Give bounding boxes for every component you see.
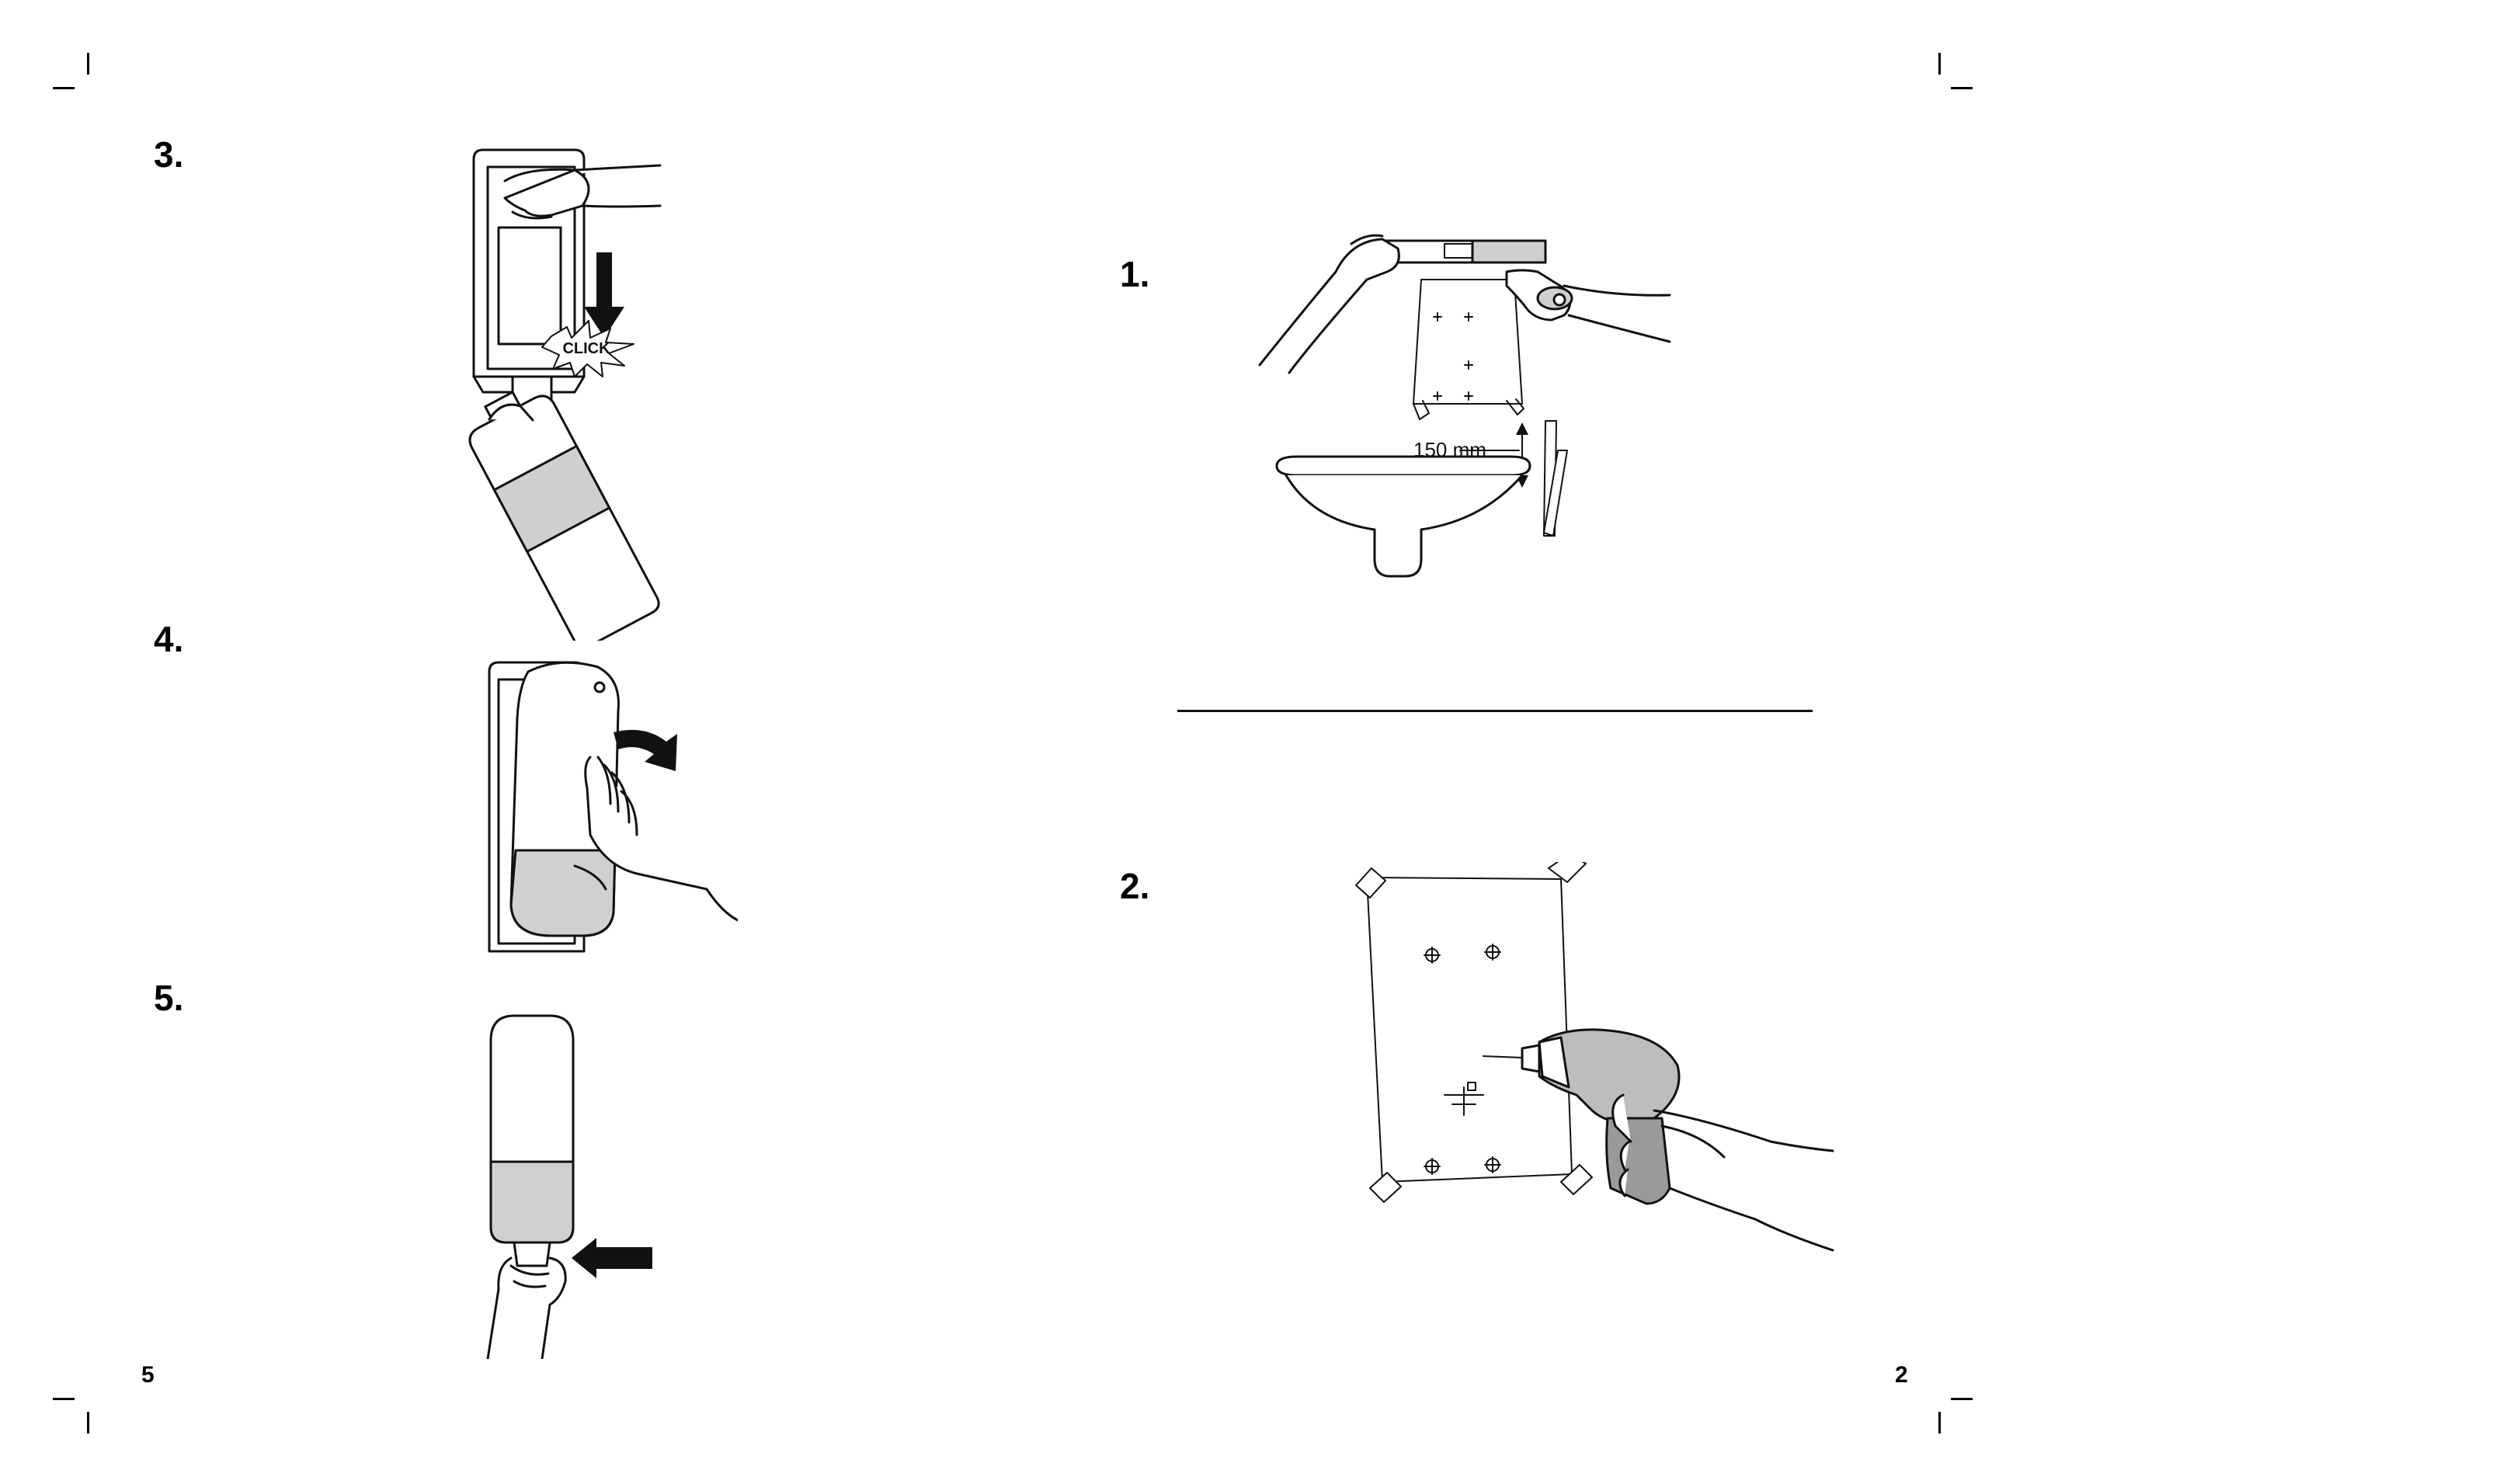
sink-icon [1277,457,1530,576]
click-label: CLICK [562,340,610,357]
step-number-3: 3. [154,137,183,172]
step-5-illustration [480,1010,666,1359]
crop-mark [1951,87,1973,89]
crop-mark [1938,1412,1941,1434]
folding-ruler-icon [1544,421,1567,536]
step-number-2: 2. [1120,868,1149,904]
crop-mark [1951,1398,1973,1400]
page-number-left: 5 [141,1364,155,1387]
step-number-4: 4. [154,621,183,657]
section-divider [1177,710,1813,712]
spirit-level-icon [1382,241,1545,262]
crop-mark [53,87,75,89]
crop-mark [1938,53,1941,75]
page-number-right: 2 [1895,1364,1908,1387]
curved-arrow-icon [614,730,677,771]
arrow-down-icon [584,252,624,338]
step-3-illustration: CLICK [458,144,730,641]
step-2-illustration [1336,862,1848,1266]
crop-mark [87,1412,89,1434]
step-1-illustration: 150 mm [1250,225,1685,613]
step-number-5: 5. [154,980,183,1016]
crop-mark [87,53,89,75]
step-4-illustration [481,656,738,967]
step-number-1: 1. [1120,256,1149,292]
arrow-left-icon [572,1238,652,1278]
crop-mark [53,1398,75,1400]
